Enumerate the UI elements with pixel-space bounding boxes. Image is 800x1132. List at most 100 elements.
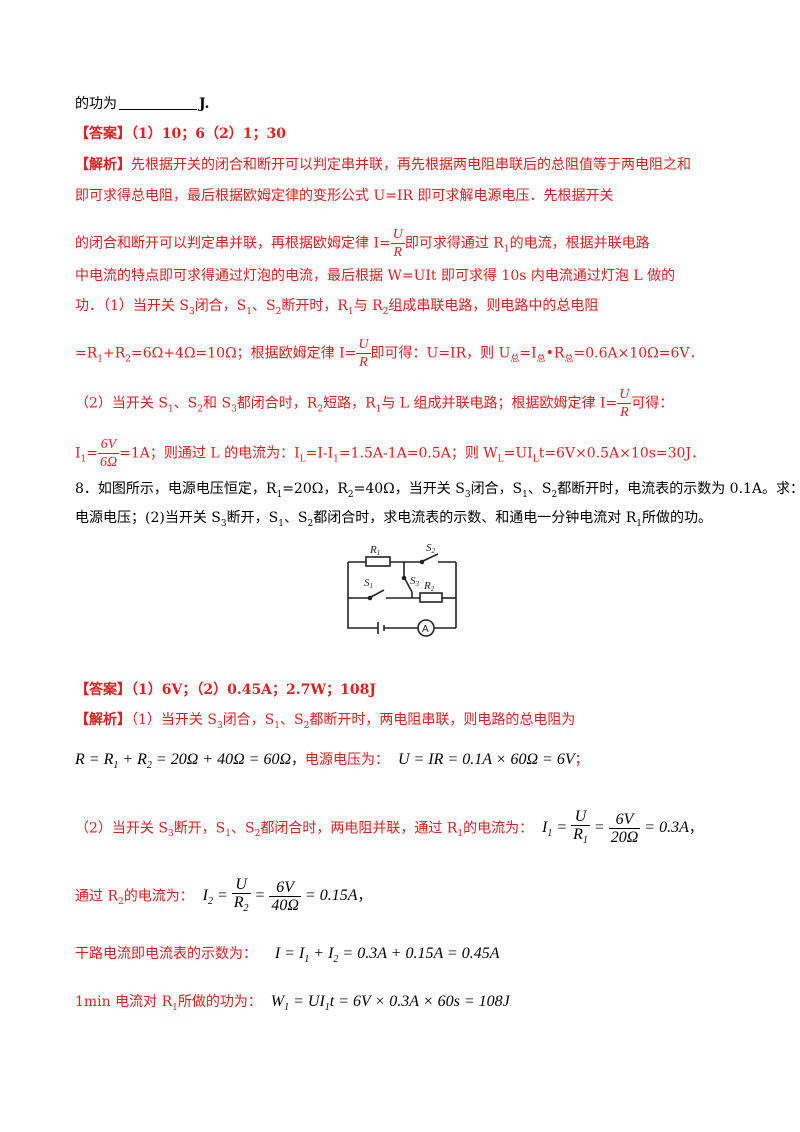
sub: 2 [118, 897, 124, 908]
sub: L [532, 454, 539, 465]
q7-tail-suffix: J. [199, 96, 210, 112]
frac-den: R2 [232, 894, 251, 917]
text: t=6V×0.5A×10s=30J． [538, 445, 706, 462]
text: 通过 R [75, 888, 118, 905]
text: =20Ω，R [282, 481, 348, 497]
resistor-r1 [365, 556, 391, 567]
text: I = I [274, 945, 305, 962]
q8-answer: 【答案】（1）6V；（2）0.45A；2.7W；108J [75, 680, 376, 700]
eq-source-voltage: U = IR = 0.1A × 60Ω = 6V [397, 751, 575, 768]
frac-den: 6Ω [100, 455, 118, 470]
sub: 1 [636, 518, 642, 529]
sub: 1 [97, 354, 104, 365]
sub: 1 [375, 404, 382, 415]
text: •R [545, 345, 565, 362]
frac-den: R1 [571, 826, 590, 849]
text: ， [688, 820, 703, 837]
text: 8．如图所示，电源电压恒定，R [75, 481, 277, 497]
sub: 2 [333, 954, 339, 966]
frac-num: 6V [608, 811, 641, 830]
sub: 1 [304, 954, 310, 966]
sub: 1 [457, 829, 464, 840]
sub: 1 [80, 454, 87, 465]
eq-total-resistance: R = R1 + R2 = 20Ω + 40Ω = 60Ω [75, 751, 292, 771]
sub: 1 [503, 244, 510, 255]
text: （2）当开关 S [75, 395, 168, 412]
text: = 20Ω + 40Ω = 60Ω [151, 751, 292, 768]
label-s3: S3 [410, 575, 420, 588]
analysis-tag: 【解析】 [75, 157, 131, 173]
label-s2: S2 [426, 542, 436, 555]
sub: 3 [216, 720, 223, 731]
text: 都断开时，两电阻串联，则电路的总电阻为 [309, 712, 576, 728]
switch-s2-blade [422, 553, 439, 562]
text: R [573, 826, 583, 843]
sub: 1 [547, 828, 553, 840]
frac-den: R [359, 355, 368, 370]
text: =6Ω+4Ω=10Ω；根据欧姆定律 I= [131, 345, 357, 362]
sub: 2 [275, 306, 282, 317]
text: I [75, 445, 81, 462]
text: 即可求得通过 R [404, 235, 504, 252]
analysis-tag: 【解析】 [75, 712, 131, 728]
text: 的电流，根据并联电路 [509, 235, 650, 252]
q8-eq-resistance: R = R1 + R2 = 20Ω + 40Ω = 60Ω，电源电压为： U =… [75, 750, 589, 776]
sub: 2 [243, 903, 249, 915]
text: = [86, 445, 98, 462]
text: = 0.3A + 0.15A = 0.45A [338, 945, 500, 962]
sub: 1 [333, 454, 339, 465]
sub: 1 [274, 720, 281, 731]
sub: 1 [167, 404, 174, 415]
text: 、S [283, 510, 308, 526]
q8-analysis-line-2: （2）当开关 S3断开，S1、S2都闭合时，两电阻并联，通过 R1的电流为： I… [75, 808, 703, 849]
text: =1A；则通过 L 的电流为：I [119, 445, 300, 462]
text: 1min 电流对 R [75, 994, 173, 1010]
text: =I [519, 345, 537, 362]
text: 即可求得总电阻，最后根据欧姆定律的变形公式 U=IR 即可求解电源电压．先根据开… [75, 188, 614, 204]
text: 都闭合时，求电流表的示数、和通电一分钟电流对 R [313, 510, 637, 526]
q7-answer: 【答案】（1）10；6（2）1；30 [75, 124, 286, 144]
text: 都闭合时，两电阻并联，通过 R [260, 820, 458, 837]
text: +R [103, 345, 126, 362]
sub: 1 [276, 489, 283, 500]
frac-num: U [617, 387, 632, 404]
text: =0.6A×10Ω=6V． [573, 345, 704, 362]
answer-text: （1）10；6（2）1；30 [131, 126, 286, 142]
text: 干路电流即电流表的示数为： [75, 946, 257, 962]
text: 即可得：U=IR，则 U [370, 345, 511, 362]
switch-s2-pivot [419, 559, 425, 565]
frac-num: U [571, 808, 590, 826]
sub: 1 [347, 306, 354, 317]
text: = [254, 887, 266, 905]
text: 可得： [631, 395, 674, 412]
q8-analysis-line-4: 干路电流即电流表的示数为： I = I1 + I2 = 0.3A + 0.15A… [75, 944, 500, 970]
text: 组成串联电路，则电路中的总电阻 [388, 298, 599, 314]
label-r1: R1 [369, 544, 380, 557]
text: 闭合，S [222, 712, 275, 728]
switch-s3-blade [404, 578, 413, 593]
q7-analysis-line-5: 功．（1）当开关 S3闭合，S1、S2断开时，R1与 R2组成串联电路，则电路中… [75, 296, 598, 322]
label-r2: R2 [423, 580, 435, 593]
frac-den: 40Ω [271, 897, 299, 915]
frac-num: U [390, 227, 405, 244]
text: = [216, 887, 228, 905]
text: = 0.3A [644, 819, 689, 837]
text: = [593, 819, 605, 837]
q7-analysis-line-4: 中电流的特点即可求得通过灯泡的电流，最后根据 W=UIt 即可求得 10s 内电… [75, 266, 675, 286]
q8-stem-line-1: 8．如图所示，电源电压恒定，R1=20Ω，R2=40Ω，当开关 S3闭合，S1、… [75, 479, 800, 505]
text: ， [291, 752, 306, 768]
sub: 1 [284, 1002, 290, 1014]
text: 所做的功为： [177, 994, 262, 1010]
